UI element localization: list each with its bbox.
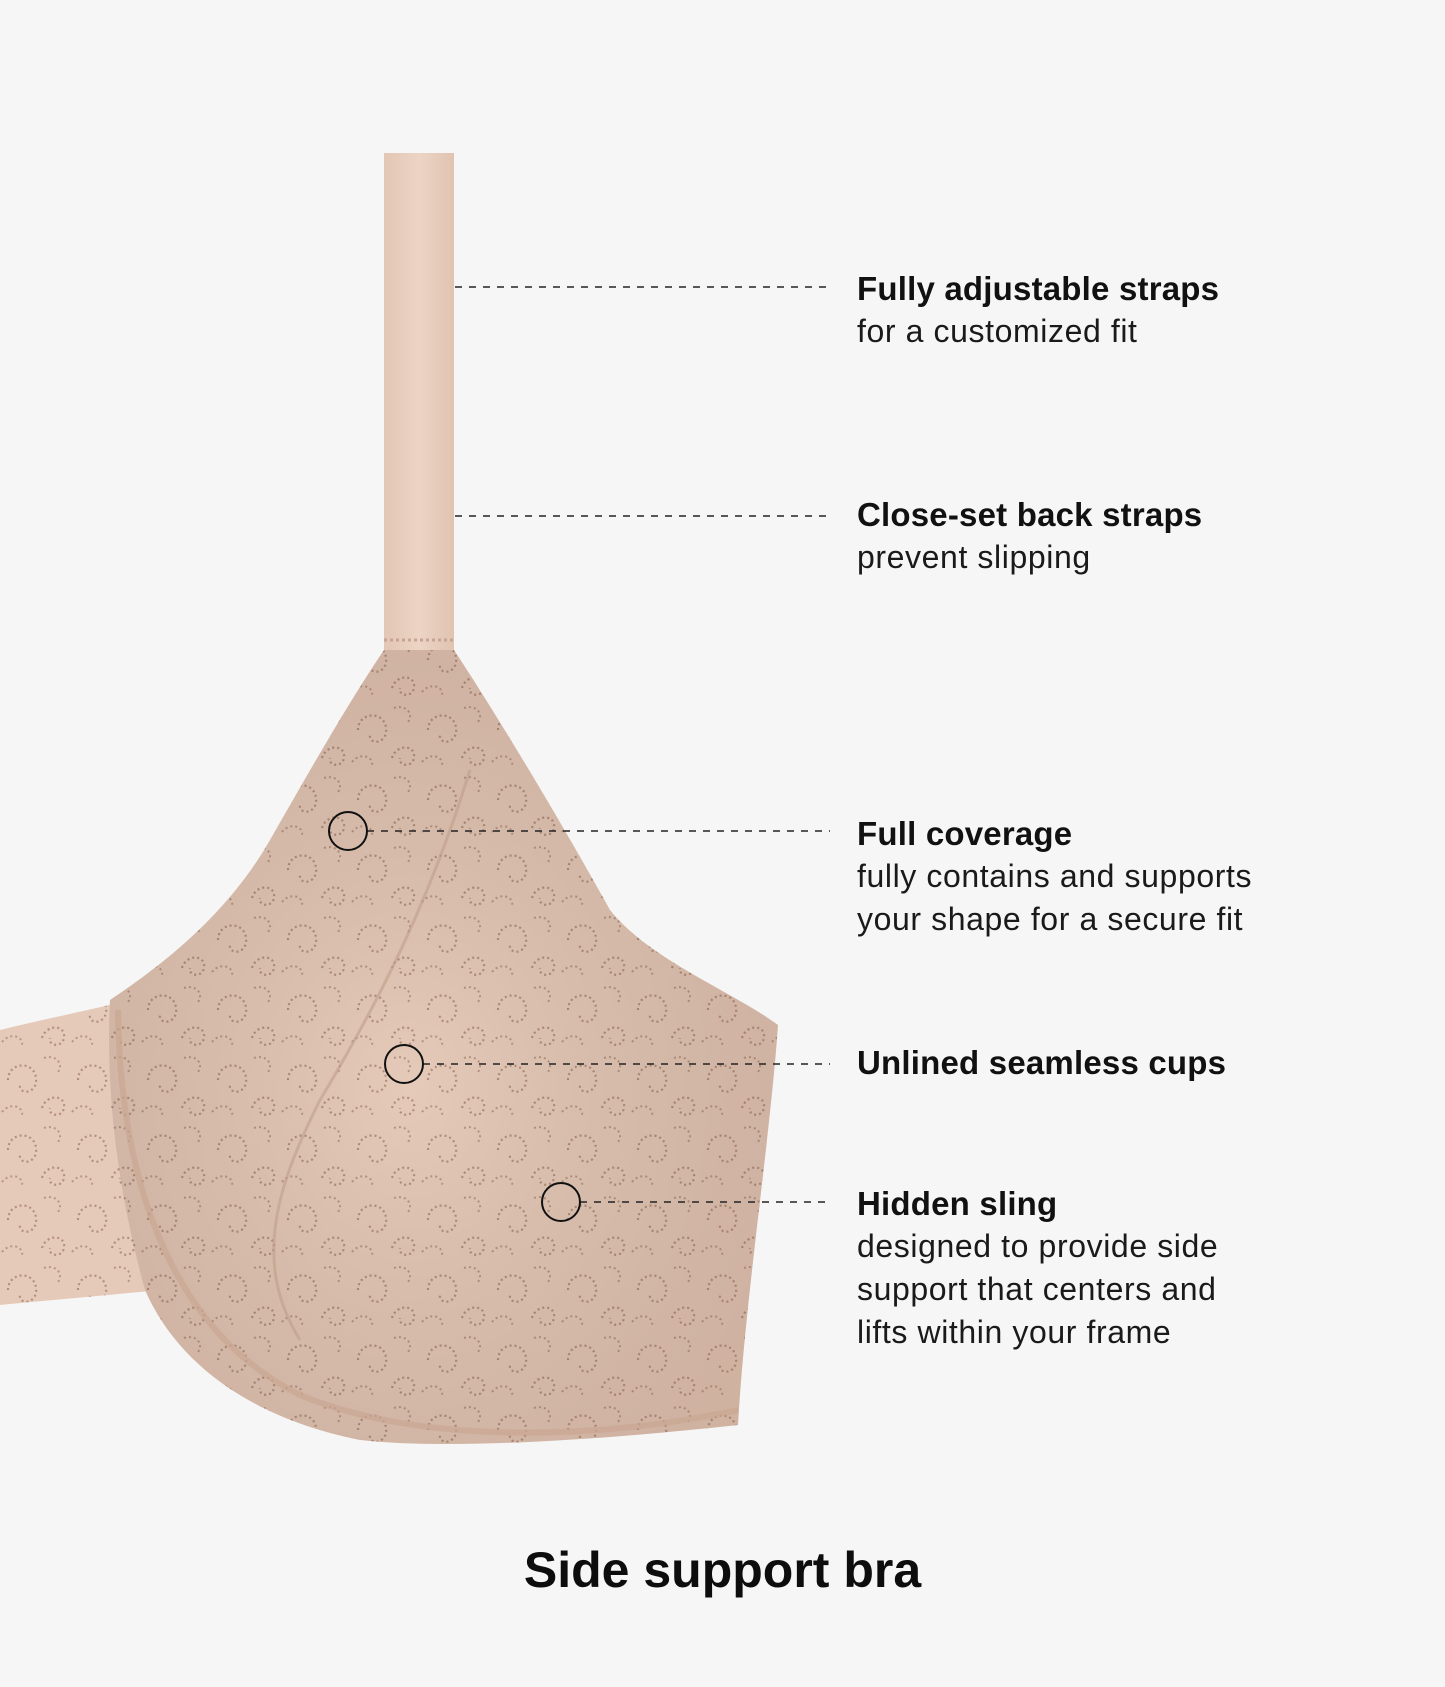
callout-marker-sling xyxy=(541,1182,581,1222)
feature-title: Fully adjustable straps xyxy=(857,270,1220,307)
feature-adjustable-straps: Fully adjustable straps for a customized… xyxy=(857,268,1397,353)
feature-seamless-cups: Unlined seamless cups xyxy=(857,1042,1397,1084)
feature-description-line: lifts within your frame xyxy=(857,1314,1172,1350)
feature-description: designed to provide side support that ce… xyxy=(857,1225,1397,1354)
feature-description-line: fully contains and supports xyxy=(857,858,1253,894)
strap xyxy=(384,153,454,653)
feature-description-line: for a customized fit xyxy=(857,313,1138,349)
cup-seam xyxy=(272,769,472,1341)
feature-description: fully contains and supports your shape f… xyxy=(857,855,1397,941)
feature-title: Close-set back straps xyxy=(857,496,1203,533)
feature-description-line: designed to provide side xyxy=(857,1228,1219,1264)
feature-description-line: prevent slipping xyxy=(857,539,1091,575)
callout-marker-cups xyxy=(384,1044,424,1084)
feature-description-line: support that centers and xyxy=(857,1271,1217,1307)
page-title: Side support bra xyxy=(523,1542,922,1598)
underwire-channel xyxy=(115,1009,739,1436)
feature-title: Full coverage xyxy=(857,815,1073,852)
feature-title: Hidden sling xyxy=(857,1185,1058,1222)
feature-hidden-sling: Hidden sling designed to provide side su… xyxy=(857,1183,1397,1354)
feature-title: Unlined seamless cups xyxy=(857,1044,1227,1081)
feature-description: prevent slipping xyxy=(857,536,1397,579)
feature-back-straps: Close-set back straps prevent slipping xyxy=(857,494,1397,579)
feature-description: for a customized fit xyxy=(857,310,1397,353)
feature-description-line: your shape for a secure fit xyxy=(857,901,1244,937)
cup-shading xyxy=(109,650,778,1445)
callout-marker-coverage xyxy=(328,811,368,851)
feature-full-coverage: Full coverage fully contains and support… xyxy=(857,813,1397,941)
